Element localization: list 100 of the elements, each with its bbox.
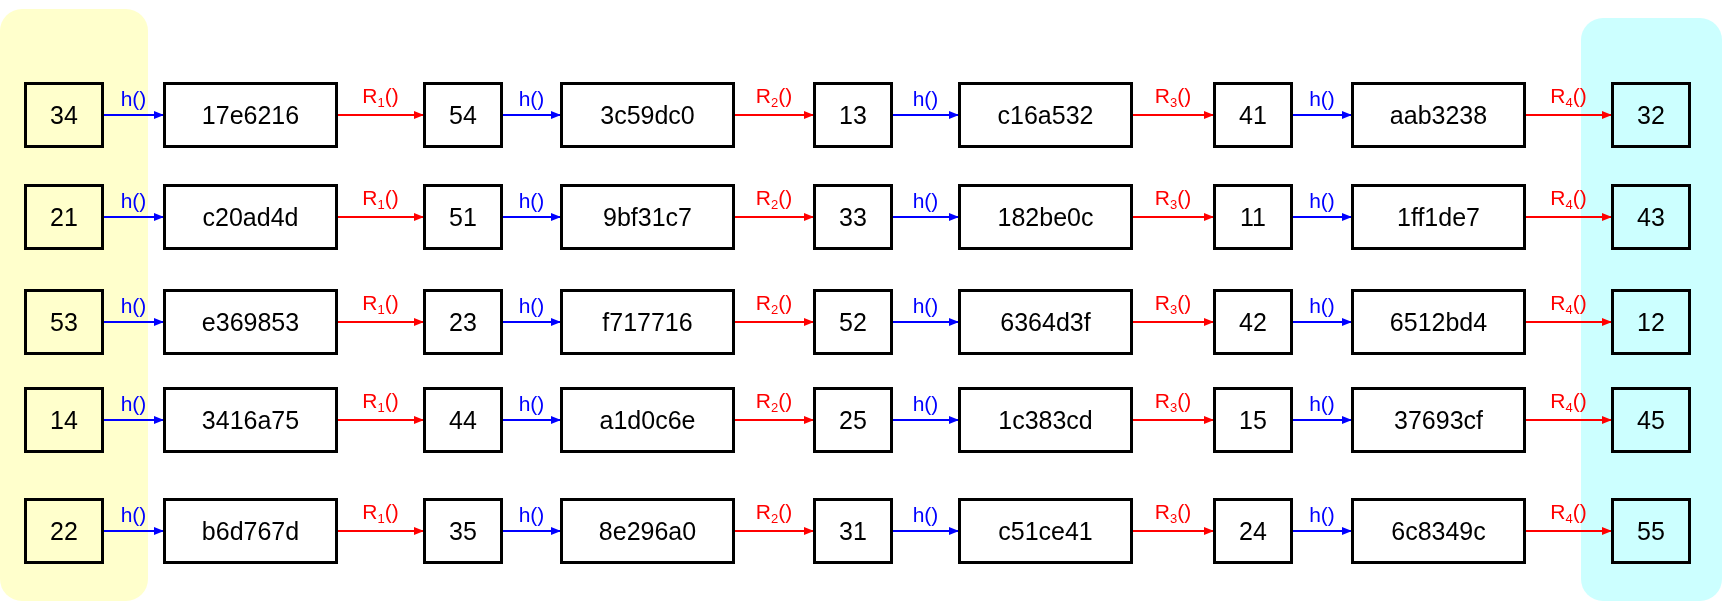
box-value: 8e296a0	[598, 516, 697, 546]
value-box	[24, 289, 104, 355]
edge-label: h()	[518, 504, 545, 525]
arrow	[1525, 416, 1612, 424]
box-value: 17e6216	[201, 100, 300, 130]
box-value: 43	[1637, 202, 1665, 232]
value-box	[958, 498, 1133, 564]
arrow	[502, 527, 561, 535]
arrow	[103, 527, 164, 535]
value-box	[1351, 184, 1526, 250]
arrow	[103, 213, 164, 221]
arrow	[103, 416, 164, 424]
box-value: c51ce41	[998, 516, 1093, 546]
arrow	[502, 213, 561, 221]
value-box	[1611, 387, 1691, 453]
arrow	[502, 318, 561, 326]
edge-label: h()	[1309, 393, 1335, 414]
edge-label: R$_{1}$()	[362, 187, 399, 211]
box-value: 22	[50, 516, 78, 546]
box-value: 25	[839, 405, 867, 435]
value-box	[560, 82, 735, 148]
value-box	[560, 498, 735, 564]
value-box	[163, 498, 338, 564]
value-box	[1611, 82, 1691, 148]
value-box	[24, 387, 104, 453]
box-value: 45	[1637, 405, 1665, 435]
value-box	[813, 82, 893, 148]
value-box	[24, 498, 104, 564]
value-box	[958, 387, 1133, 453]
edge-label: h()	[1309, 295, 1335, 316]
edge-label: R$_{2}$()	[755, 390, 793, 414]
value-box	[813, 289, 893, 355]
edge-label: R$_{3}$()	[1154, 501, 1192, 525]
value-box	[958, 289, 1133, 355]
box-value: 6364d3f	[1000, 307, 1091, 337]
box-value: 3416a75	[201, 405, 300, 435]
box-value: 34	[50, 100, 78, 130]
arrow	[1132, 111, 1214, 119]
arrow	[1525, 527, 1612, 535]
edge-label: h()	[518, 190, 545, 211]
box-value: 9bf31c7	[603, 202, 692, 232]
arrow	[734, 527, 814, 535]
arrow	[892, 213, 959, 221]
arrow	[337, 111, 424, 119]
edge-label: h()	[120, 504, 147, 525]
edge-label: R$_{4}$()	[1550, 501, 1587, 525]
value-box	[560, 387, 735, 453]
value-box	[163, 82, 338, 148]
arrow	[1132, 213, 1214, 221]
arrow	[1525, 111, 1612, 119]
arrow	[892, 318, 959, 326]
edge-label: h()	[518, 295, 545, 316]
box-value: 55	[1637, 516, 1665, 546]
edge-label: R$_{2}$()	[755, 85, 793, 109]
edge-label: h()	[912, 504, 939, 525]
box-value: 23	[449, 307, 477, 337]
arrow	[1525, 318, 1612, 326]
box-value: 24	[1239, 516, 1267, 546]
arrow	[502, 111, 561, 119]
value-box	[1351, 387, 1526, 453]
value-box	[958, 184, 1133, 250]
box-value: c16a532	[997, 100, 1094, 130]
edge-label: h()	[120, 295, 147, 316]
box-value: 31	[839, 516, 867, 546]
edge-label: h()	[912, 190, 939, 211]
arrow	[337, 318, 424, 326]
value-box	[163, 289, 338, 355]
box-value: 53	[50, 307, 78, 337]
arrow	[892, 416, 959, 424]
edge-label: h()	[912, 393, 939, 414]
value-box	[958, 82, 1133, 148]
arrow	[734, 318, 814, 326]
box-value: f717716	[602, 307, 693, 337]
value-box	[423, 387, 503, 453]
edge-label: R$_{4}$()	[1550, 390, 1587, 414]
arrow	[892, 527, 959, 535]
value-box	[1351, 289, 1526, 355]
edge-label: h()	[518, 88, 545, 109]
value-box	[1213, 498, 1293, 564]
edge-label: R$_{3}$()	[1154, 390, 1192, 414]
arrow	[1292, 416, 1352, 424]
box-value: a1d0c6e	[599, 405, 696, 435]
box-value: 6512bd4	[1389, 307, 1488, 337]
edge-label: R$_{3}$()	[1154, 85, 1192, 109]
arrow	[1292, 527, 1352, 535]
edge-label: h()	[120, 88, 147, 109]
arrow	[734, 213, 814, 221]
value-box	[1213, 289, 1293, 355]
edge-label: h()	[912, 88, 939, 109]
arrow	[502, 416, 561, 424]
arrow	[1132, 416, 1214, 424]
edge-label: h()	[120, 393, 147, 414]
box-value: 182be0c	[997, 202, 1094, 232]
edge-label: R$_{2}$()	[755, 292, 793, 316]
arrow	[1292, 111, 1352, 119]
value-box	[1351, 498, 1526, 564]
value-box	[423, 184, 503, 250]
value-box	[813, 184, 893, 250]
box-value: c20ad4d	[202, 202, 299, 232]
box-value: 54	[449, 100, 477, 130]
